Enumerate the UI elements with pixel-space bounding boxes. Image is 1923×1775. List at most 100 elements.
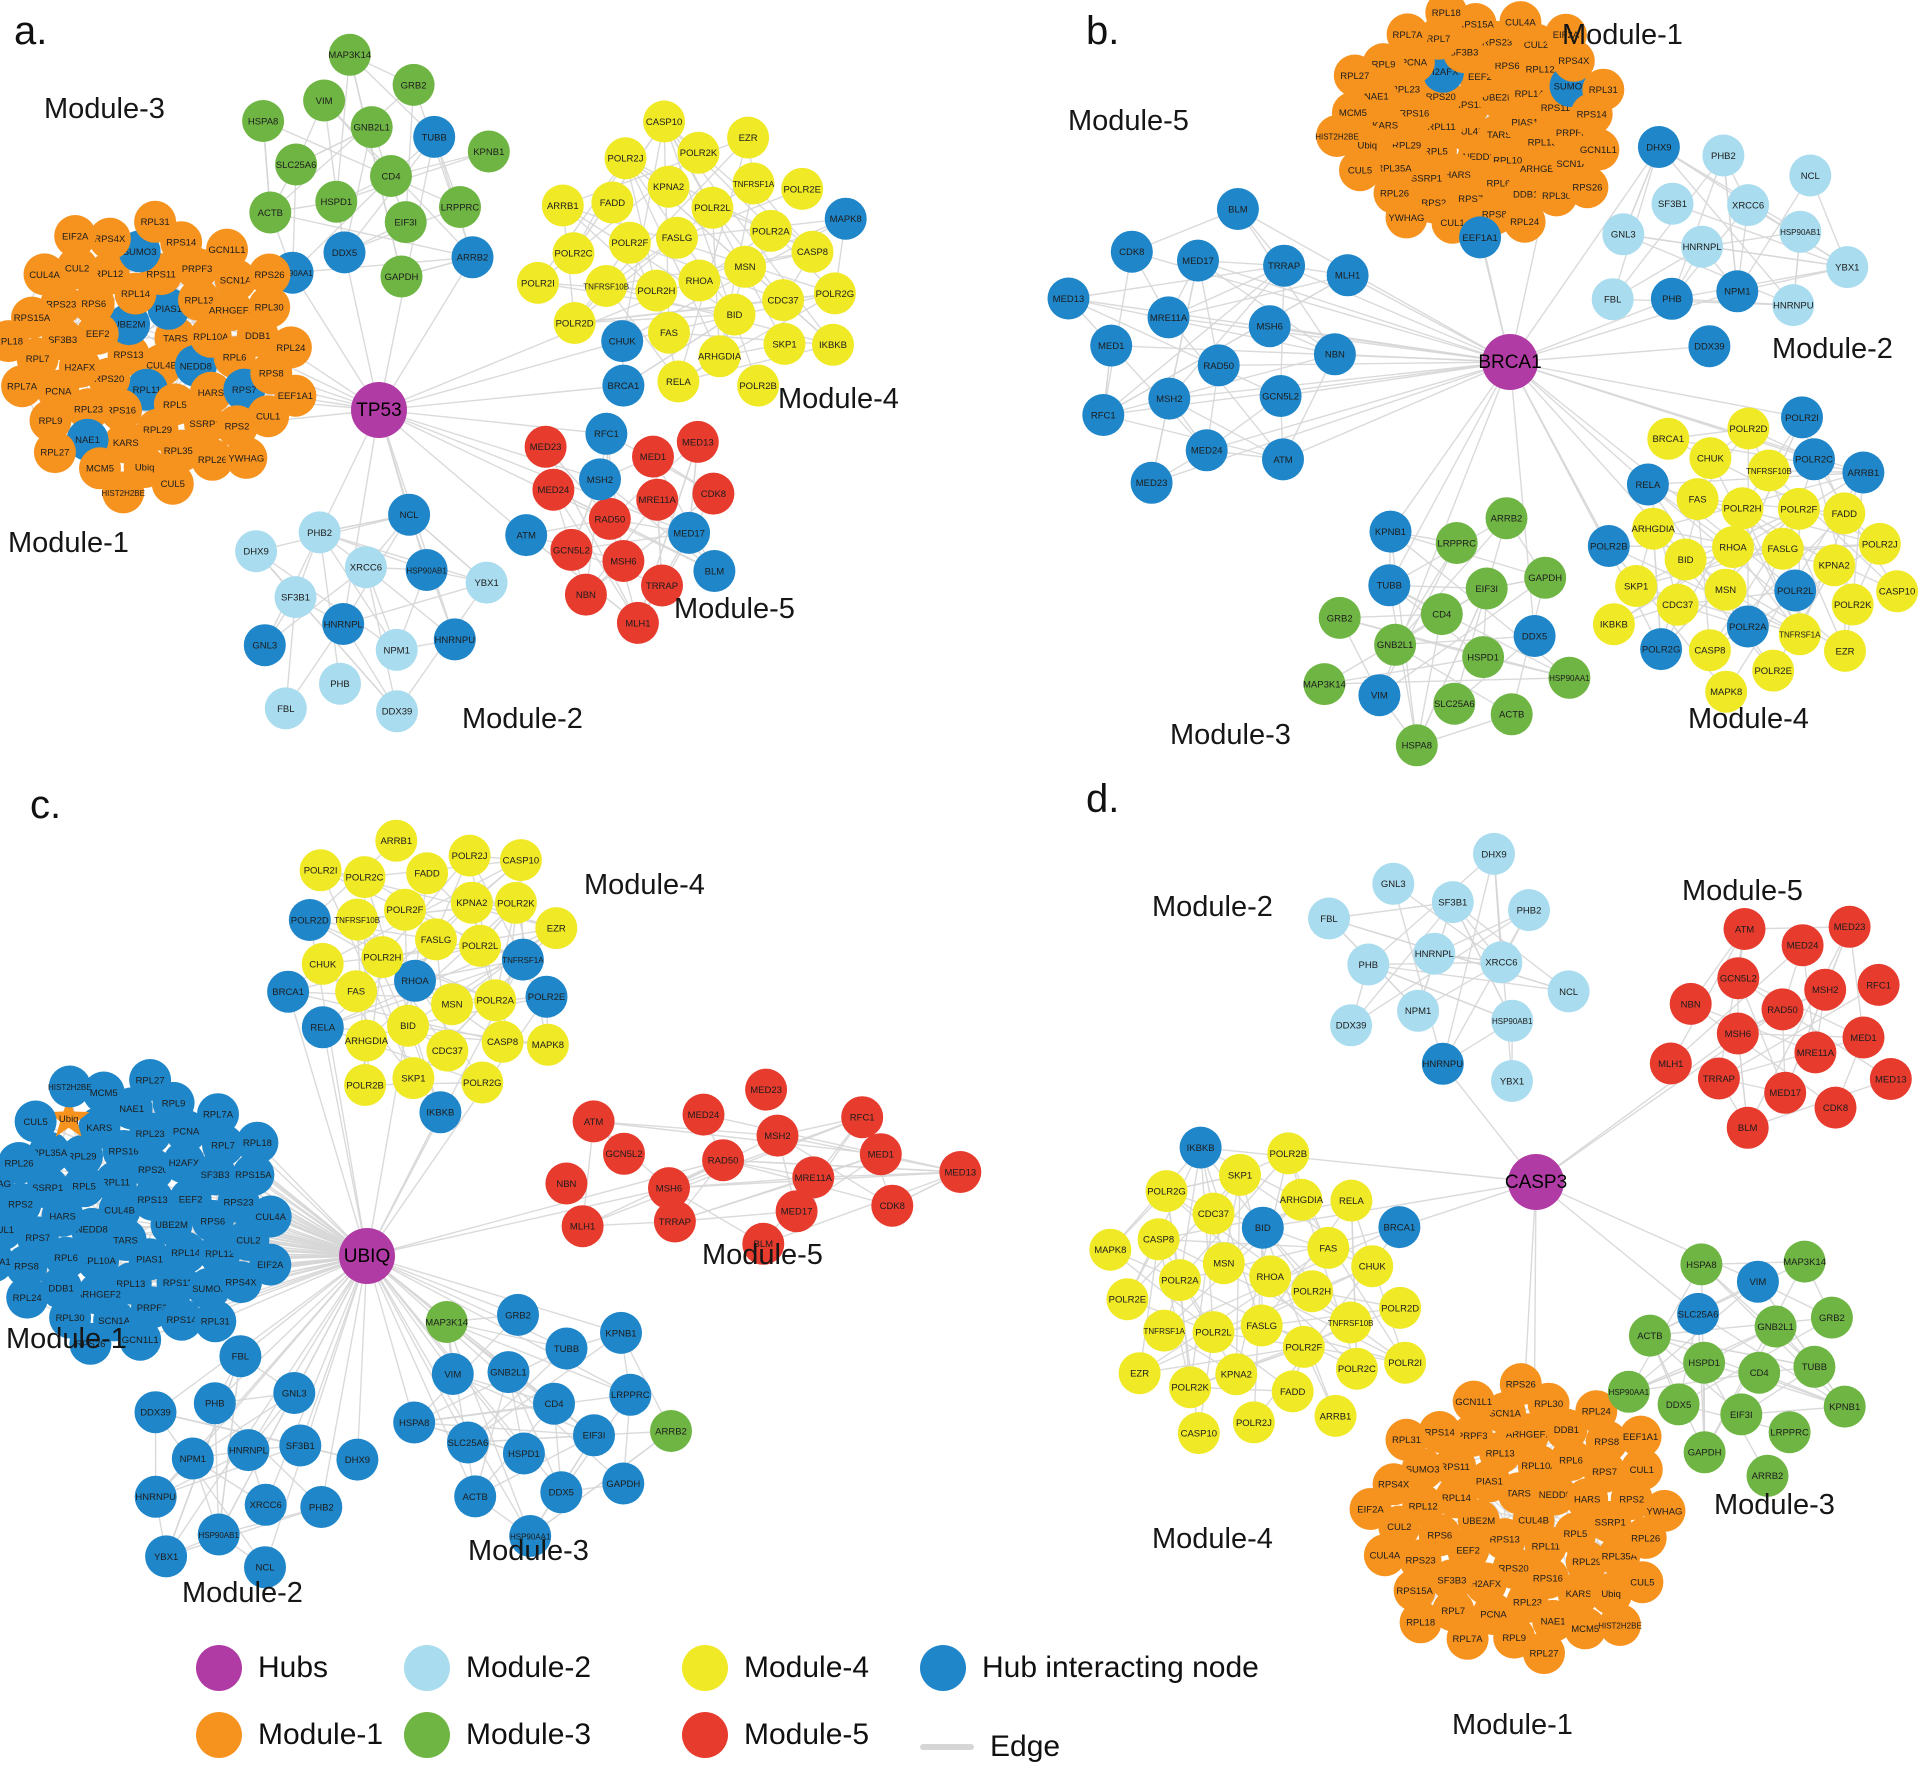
gene-node-POLR2H: POLR2H xyxy=(1721,487,1764,530)
gene-label: CASP10 xyxy=(646,117,682,128)
gene-label: ARHGDIA xyxy=(1280,1195,1324,1206)
gene-label: ARRB1 xyxy=(380,836,412,847)
gene-label: HSP90AB1 xyxy=(1492,1017,1533,1026)
edge xyxy=(1658,146,1794,306)
gene-node-RPS4X: RPS4X xyxy=(88,217,131,260)
node-circle xyxy=(301,1006,344,1049)
gene-node-HIST2H2BE: HIST2H2BE xyxy=(101,471,145,514)
node-circle xyxy=(602,1462,645,1505)
gene-node-MED13: MED13 xyxy=(939,1151,982,1193)
node-circle xyxy=(1169,1366,1212,1409)
hub-circle xyxy=(351,382,407,438)
gene-node-POLR2L: POLR2L xyxy=(1192,1311,1235,1354)
gene-label: SKP1 xyxy=(772,339,796,350)
node-circle xyxy=(69,1322,112,1365)
gene-node-POLR2K: POLR2K xyxy=(1831,583,1874,626)
gene-label: POLR2E xyxy=(1109,1295,1147,1306)
gene-node-NPM1: NPM1 xyxy=(375,628,418,671)
edge xyxy=(1388,585,1418,746)
gene-label: ARRB1 xyxy=(1848,468,1880,479)
node-circle xyxy=(119,1318,162,1361)
gene-label: RFC1 xyxy=(850,1113,875,1124)
gene-node-KPNA2: KPNA2 xyxy=(1813,544,1856,587)
gene-label: ARHGDIA xyxy=(1632,524,1676,535)
node-circle xyxy=(1347,943,1390,986)
gene-label: SF3B3 xyxy=(1449,48,1478,59)
gene-label: CUL1 xyxy=(0,1225,14,1236)
node-circle xyxy=(1727,407,1770,450)
gene-label: RPS13 xyxy=(1454,100,1484,111)
gene-label: RPL30 xyxy=(1534,1399,1563,1410)
gene-label: EIF3I xyxy=(394,218,417,229)
gene-node-CDC37: CDC37 xyxy=(1192,1192,1235,1235)
edge xyxy=(723,1159,961,1173)
node-circle xyxy=(1768,1411,1811,1454)
node-circle xyxy=(692,472,735,515)
node-circle xyxy=(219,1335,262,1378)
gene-node-YWHAG: YWHAG xyxy=(225,436,268,479)
gene-label: PHB xyxy=(1359,960,1379,971)
gene-label: SSRP1 xyxy=(32,1183,63,1194)
hub-edge xyxy=(342,409,380,625)
gene-label: IKBKB xyxy=(1187,1143,1215,1154)
node-circle xyxy=(375,628,418,671)
gene-label: MCM5 xyxy=(86,464,114,475)
node-circle xyxy=(274,374,317,417)
node-circle xyxy=(509,1515,552,1557)
gene-node-TUBB: TUBB xyxy=(1368,564,1411,607)
gene-label: GAPDH xyxy=(1688,1448,1722,1459)
gene-label: SKP1 xyxy=(1624,581,1648,592)
node-circle xyxy=(540,1471,583,1514)
gene-label: CUL2 xyxy=(65,264,89,275)
node-circle xyxy=(1647,417,1690,460)
node-circle xyxy=(1397,989,1440,1032)
gene-node-CASP8: CASP8 xyxy=(481,1020,524,1063)
node-circle xyxy=(561,1205,604,1248)
node-circle xyxy=(1433,682,1476,725)
star-node-icon xyxy=(47,1096,90,1137)
gene-label: FADD xyxy=(414,869,439,880)
gene-node-RELA: RELA xyxy=(1626,463,1669,506)
gene-label: SSRP1 xyxy=(189,419,220,430)
gene-label: RPL30 xyxy=(255,302,284,313)
gene-label: MED23 xyxy=(1136,478,1168,489)
gene-label: GNL3 xyxy=(282,1388,307,1399)
gene-node-EZR: EZR xyxy=(535,907,578,950)
gene-node-GNL3: GNL3 xyxy=(1602,213,1645,256)
gene-label: MRE11A xyxy=(1150,313,1188,324)
gene-node-ACTB: ACTB xyxy=(454,1475,497,1518)
node-circle xyxy=(244,1483,287,1526)
node-circle xyxy=(248,253,291,296)
gene-label: CDK8 xyxy=(1823,1103,1848,1114)
gene-label: RPL5 xyxy=(1424,147,1448,158)
gene-label: RPL18 xyxy=(1406,1618,1435,1629)
node-circle xyxy=(1240,1304,1283,1347)
hub-edge xyxy=(366,1255,631,1396)
gene-label: NPM1 xyxy=(383,645,409,656)
node-circle xyxy=(298,511,341,554)
gene-label: DDX39 xyxy=(1694,342,1725,353)
gene-label: BID xyxy=(727,310,743,321)
gene-label: GAPDH xyxy=(385,272,419,283)
gene-node-HNRNPU: HNRNPU xyxy=(433,618,476,661)
gene-label: KPNA2 xyxy=(1819,561,1850,572)
gene-node-HNRNPU: HNRNPU xyxy=(1421,1042,1464,1085)
gene-label: KPNA2 xyxy=(653,182,684,193)
gene-node-SF3B1: SF3B1 xyxy=(1651,182,1694,225)
node-circle xyxy=(501,938,544,981)
gene-node-MED17: MED17 xyxy=(775,1190,818,1233)
node-circle xyxy=(1793,438,1835,481)
edge xyxy=(1612,155,1724,300)
module-label-c-module-2: Module-2 xyxy=(182,1577,303,1609)
gene-label: CUL4B xyxy=(1454,127,1485,138)
node-circle xyxy=(1130,461,1173,504)
node-circle xyxy=(188,1267,230,1310)
gene-node-RPS11: RPS11 xyxy=(1434,1445,1477,1488)
gene-label: XRCC6 xyxy=(350,563,382,574)
gene-label: RPS15A xyxy=(1457,19,1494,30)
gene-label: MAPK8 xyxy=(1094,1245,1126,1256)
gene-node-KPNA2: KPNA2 xyxy=(450,881,493,924)
gene-label: POLR2B xyxy=(1590,541,1628,552)
node-circle xyxy=(1793,1345,1836,1388)
node-circle xyxy=(499,839,542,882)
